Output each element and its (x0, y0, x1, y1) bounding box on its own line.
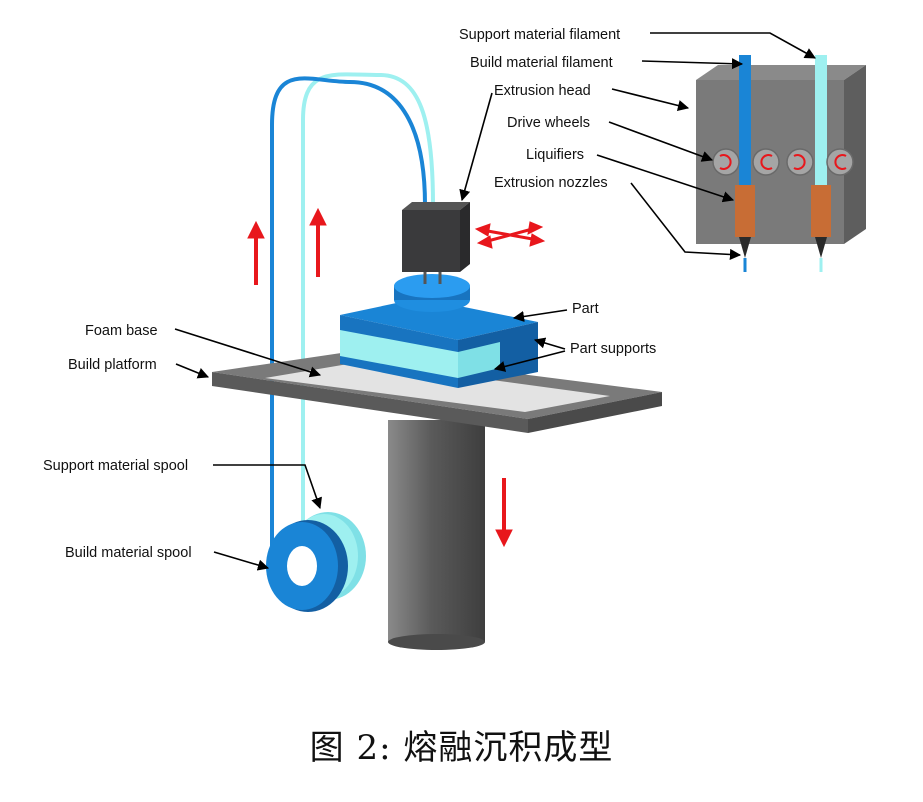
foam-base (265, 362, 610, 412)
drive-wheels (712, 148, 854, 176)
build-filament-tube (270, 76, 427, 565)
label-liquifiers: Liquifiers (526, 147, 584, 163)
liquifier-support (811, 185, 831, 237)
filament-up-arrow-right (309, 207, 327, 277)
label-support-material-spool: Support material spool (43, 458, 188, 474)
label-support-material-filament: Support material filament (459, 27, 620, 43)
label-foam-base: Foam base (85, 323, 158, 339)
part (340, 274, 538, 388)
head-xy-arrows (474, 221, 546, 249)
extrusion-head (402, 202, 470, 284)
build-material-spool (266, 520, 348, 612)
nozzle-support (815, 237, 827, 258)
support-column (388, 420, 485, 650)
label-build-material-spool: Build material spool (65, 545, 192, 561)
nozzle-build (739, 237, 751, 258)
platform-down-arrow (495, 478, 513, 548)
support-filament-tube (301, 72, 435, 600)
label-build-material-filament: Build material filament (470, 55, 613, 71)
filament-up-arrow-left (247, 220, 265, 285)
motion-arrows (247, 207, 546, 548)
label-drive-wheels: Drive wheels (507, 115, 590, 131)
inset-build-filament (739, 55, 751, 190)
label-build-platform: Build platform (68, 357, 157, 373)
liquifier-build (735, 185, 755, 237)
drive-wheel-rotation-arrows (719, 154, 847, 170)
figure-caption: 图 2: 熔融沉积成型 (309, 728, 614, 768)
extrusion-head-inset (696, 55, 866, 272)
inset-support-filament (815, 55, 827, 190)
label-part: Part (572, 301, 599, 317)
label-extrusion-nozzles: Extrusion nozzles (494, 175, 608, 191)
label-extrusion-head: Extrusion head (494, 83, 591, 99)
leader-lines (174, 32, 816, 571)
label-part-supports: Part supports (570, 341, 656, 357)
